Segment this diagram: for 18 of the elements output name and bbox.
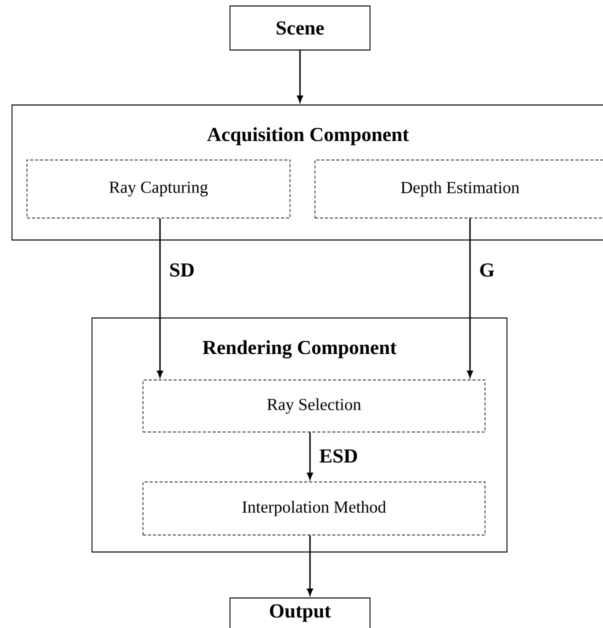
- component-title: Rendering Component: [202, 340, 397, 358]
- arrow: [467, 218, 473, 378]
- edge-label: G: [480, 263, 494, 277]
- arrow: [307, 535, 313, 596]
- component-box: [92, 318, 508, 552]
- process-box: Ray Capturing: [26, 160, 290, 218]
- terminal-box: Output: [230, 598, 370, 628]
- component-box: [12, 104, 603, 240]
- edge-label: SD: [170, 263, 194, 277]
- arrow: [297, 50, 303, 102]
- process-box: Depth Estimation: [314, 160, 603, 218]
- arrow: [307, 432, 313, 480]
- arrow: [157, 218, 163, 378]
- process-box: Interpolation Method: [142, 482, 486, 536]
- process-box: Ray Selection: [142, 380, 486, 432]
- edge-label: ESD: [320, 449, 357, 463]
- terminal-box: Scene: [230, 6, 370, 50]
- component-title: Acquisition Component: [207, 127, 409, 146]
